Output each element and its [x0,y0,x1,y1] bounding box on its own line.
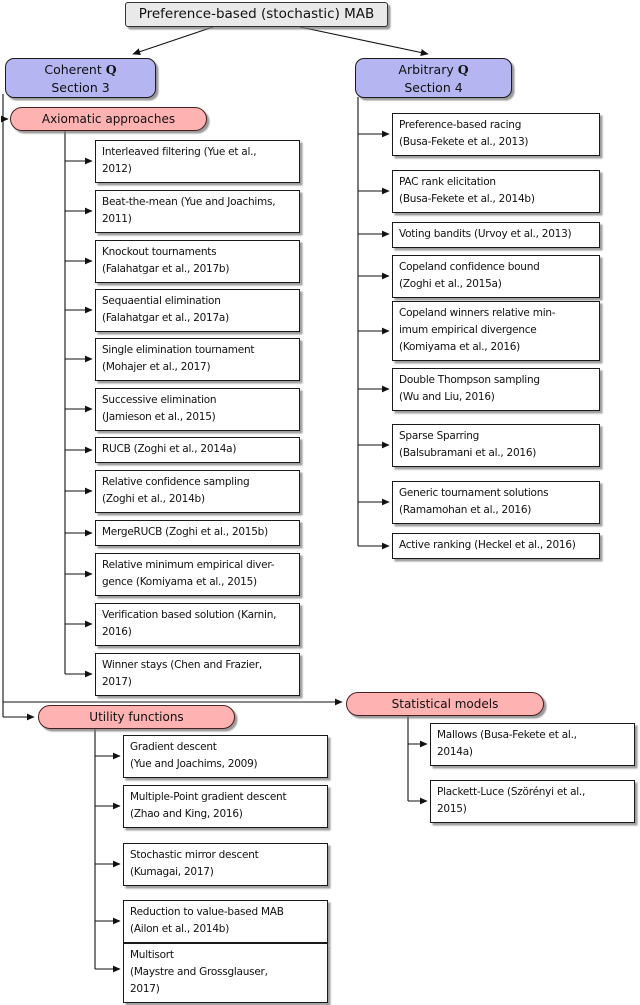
node-multisort: Multisort (Maystre and Grossglauser, 201… [123,943,328,1003]
node-reduction-to-value-based-mab: Reduction to value-based MAB (Ailon et a… [123,900,328,943]
group-axiomatic-approaches: Axiomatic approaches [10,107,207,131]
section-subtitle: Section 3 [51,79,110,95]
node-plackett-luce: Plackett-Luce (Szörényi et al., 2015) [430,780,635,823]
node-pac-rank-elicitation: PAC rank elicitation (Busa-Fekete et al.… [392,170,600,213]
node-beat-the-mean: Beat-the-mean (Yue and Joachims, 2011) [95,190,300,233]
node-generic-tournament-solutions: Generic tournament solutions (Ramamohan … [392,481,600,524]
section-subtitle: Section 4 [404,79,463,95]
node-copeland-winners-rmed: Copeland winners relative min- imum empi… [392,301,600,361]
node-voting-bandits: Voting bandits (Urvoy et al., 2013) [392,222,600,248]
node-single-elimination-tournament: Single elimination tournament (Mohajer e… [95,338,300,381]
node-copeland-confidence-bound: Copeland confidence bound (Zoghi et al.,… [392,255,600,298]
node-merge-rucb: MergeRUCB (Zoghi et al., 2015b) [95,520,300,546]
node-multiple-point-gradient-descent: Multiple-Point gradient descent (Zhao an… [123,785,328,828]
node-double-thompson-sampling: Double Thompson sampling (Wu and Liu, 20… [392,368,600,411]
group-utility-functions: Utility functions [38,705,235,729]
node-stochastic-mirror-descent: Stochastic mirror descent (Kumagai, 2017… [123,843,328,886]
node-gradient-descent: Gradient descent (Yue and Joachims, 2009… [123,735,328,778]
root-node: Preference-based (stochastic) MAB [125,2,388,27]
node-relative-minimum-empirical-divergence: Relative minimum empirical diver- gence … [95,553,300,596]
node-sequential-elimination: Sequaential elimination (Falahatgar et a… [95,289,300,332]
node-sparse-sparring: Sparse Sparring (Balsubramani et al., 20… [392,424,600,467]
node-active-ranking: Active ranking (Heckel et al., 2016) [392,533,600,559]
node-preference-based-racing: Preference-based racing (Busa-Fekete et … [392,113,600,156]
section-title: Arbitrary Q [398,62,469,77]
section-title: Coherent Q [44,62,117,77]
node-successive-elimination: Successive elimination (Jamieson et al.,… [95,388,300,431]
node-rucb: RUCB (Zoghi et al., 2014a) [95,437,300,463]
node-winner-stays: Winner stays (Chen and Frazier, 2017) [95,653,300,696]
node-verification-based-solution: Verification based solution (Karnin, 201… [95,603,300,646]
node-relative-confidence-sampling: Relative confidence sampling (Zoghi et a… [95,470,300,513]
node-interleaved-filtering: Interleaved filtering (Yue et al., 2012) [95,140,300,183]
section-arbitrary-q: Arbitrary Q Section 4 [355,58,512,98]
node-mallows: Mallows (Busa-Fekete et al., 2014a) [430,723,635,766]
group-statistical-models: Statistical models [346,692,544,716]
section-coherent-q: Coherent Q Section 3 [5,58,156,98]
node-knockout-tournaments: Knockout tournaments (Falahatgar et al.,… [95,240,300,283]
